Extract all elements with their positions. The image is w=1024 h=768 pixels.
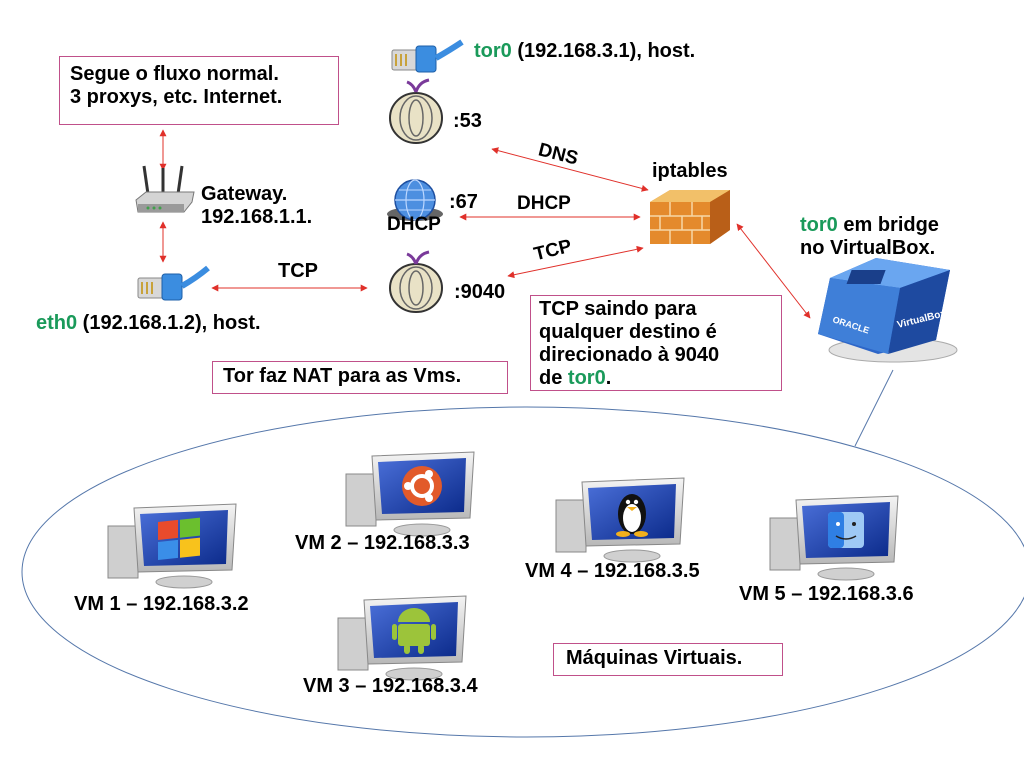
vm-network-ellipse xyxy=(21,406,1024,738)
dhcp-globe-label: DHCP xyxy=(387,214,441,235)
gateway-line2: 192.168.1.1. xyxy=(201,206,313,228)
tcp-redirect-note: TCP saindo para qualquer destino é direc… xyxy=(530,295,782,391)
tcp-note-line2: qualquer destino é xyxy=(539,321,717,343)
tor-onion-icon xyxy=(389,250,443,313)
gateway-line1: Gateway. xyxy=(201,183,288,205)
bridge-line2: no VirtualBox. xyxy=(800,237,936,259)
edge-label-tcp-eth0: TCP xyxy=(278,260,318,282)
vm4-label: VM 4 – 192.168.3.5 xyxy=(525,560,700,582)
gateway-label: Gateway. 192.168.1.1. xyxy=(201,183,312,229)
port-67-label: :67 xyxy=(449,191,478,213)
port-53-label: :53 xyxy=(453,110,482,132)
ethernet-cable-icon xyxy=(391,39,464,73)
bridge-line xyxy=(854,369,894,447)
virtual-machines-label: Máquinas Virtuais. xyxy=(553,643,783,676)
eth0-name: eth0 xyxy=(36,312,78,334)
virtualbox-bridge-label: tor0 em bridge no VirtualBox. xyxy=(800,214,939,260)
bridge-tor0-name: tor0 xyxy=(800,214,838,236)
vm1-label: VM 1 – 192.168.3.2 xyxy=(74,593,249,615)
linux-tux-icon xyxy=(616,494,648,537)
tcp-note-line4-prefix: de xyxy=(539,367,568,389)
tcp-note-tor0-name: tor0 xyxy=(567,367,606,389)
vm2-label: VM 2 – 192.168.3.3 xyxy=(295,532,470,554)
eth0-host-text: (192.168.1.2), host. xyxy=(77,312,261,334)
iptables-label: iptables xyxy=(652,160,728,182)
router-icon xyxy=(135,165,195,213)
internet-flow-line2: 3 proxys, etc. Internet. xyxy=(70,86,283,108)
arrow-tcp-iptables xyxy=(507,245,644,279)
ubuntu-icon xyxy=(402,466,442,506)
vm-monitor-icon xyxy=(345,451,475,537)
windows-icon xyxy=(158,517,200,560)
tor0-name: tor0 xyxy=(474,40,512,62)
vm-monitor-icon xyxy=(337,595,467,681)
port-9040-label: :9040 xyxy=(454,281,506,303)
arrow-iptables-virtualbox xyxy=(736,223,811,319)
vm-monitor-icon xyxy=(769,495,899,581)
edge-label-dhcp: DHCP xyxy=(517,193,571,214)
vm5-label: VM 5 – 192.168.3.6 xyxy=(739,583,914,605)
bridge-line1-rest: em bridge xyxy=(837,214,939,236)
firewall-icon xyxy=(650,190,730,244)
dhcp-globe-icon xyxy=(387,179,443,221)
mac-finder-icon xyxy=(828,512,864,548)
eth0-host-label: eth0 (192.168.1.2), host. xyxy=(36,312,261,335)
tcp-note-line3: direcionado à 9040 xyxy=(539,344,720,366)
internet-flow-line1: Segue o fluxo normal. xyxy=(70,63,279,85)
tor0-host-label: tor0 (192.168.3.1), host. xyxy=(474,40,695,63)
tcp-note-line4-suffix: . xyxy=(605,367,612,389)
tor0-host-text: (192.168.3.1), host. xyxy=(511,40,696,62)
internet-flow-note: Segue o fluxo normal. 3 proxys, etc. Int… xyxy=(59,56,339,125)
ethernet-cable-icon xyxy=(137,265,210,301)
android-icon xyxy=(392,608,436,654)
vm-monitor-icon xyxy=(107,503,237,589)
vm3-label: VM 3 – 192.168.3.4 xyxy=(303,675,478,697)
virtualbox-icon xyxy=(818,258,958,363)
vm-monitor-icon xyxy=(555,477,685,563)
arrow-dns xyxy=(491,147,649,192)
nat-note: Tor faz NAT para as Vms. xyxy=(212,361,508,394)
tcp-note-line1: TCP saindo para xyxy=(539,298,697,320)
tor-onion-icon xyxy=(389,78,443,144)
